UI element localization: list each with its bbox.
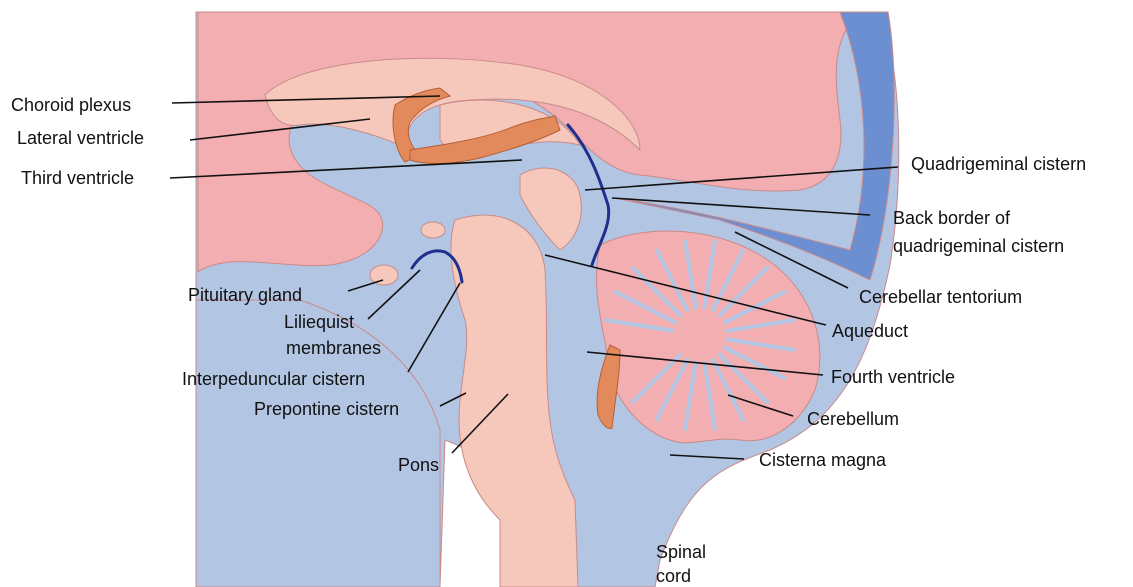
label-pituitary-gland: Pituitary gland: [188, 284, 302, 306]
label-interpeduncular-cistern: Interpeduncular cistern: [182, 368, 365, 390]
label-liliequist-2: membranes: [286, 337, 381, 359]
label-cerebellum: Cerebellum: [807, 408, 899, 430]
label-fourth-ventricle: Fourth ventricle: [831, 366, 955, 388]
label-back-border-1: Back border of: [893, 207, 1010, 229]
label-lateral-ventricle: Lateral ventricle: [17, 127, 144, 149]
label-quadrigeminal-cistern: Quadrigeminal cistern: [911, 153, 1086, 175]
label-cisterna-magna: Cisterna magna: [759, 449, 886, 471]
label-pons: Pons: [398, 454, 439, 476]
label-prepontine-cistern: Prepontine cistern: [254, 398, 399, 420]
mammillary: [421, 222, 445, 238]
label-choroid-plexus: Choroid plexus: [11, 94, 131, 116]
label-spinal-2: cord: [656, 565, 691, 587]
label-cerebellar-tentorium: Cerebellar tentorium: [859, 286, 1022, 308]
label-spinal-1: Spinal: [656, 541, 706, 563]
label-liliequist-1: Liliequist: [284, 311, 354, 333]
label-back-border-2: quadrigeminal cistern: [893, 235, 1064, 257]
label-third-ventricle: Third ventricle: [21, 167, 134, 189]
label-aqueduct: Aqueduct: [832, 320, 908, 342]
